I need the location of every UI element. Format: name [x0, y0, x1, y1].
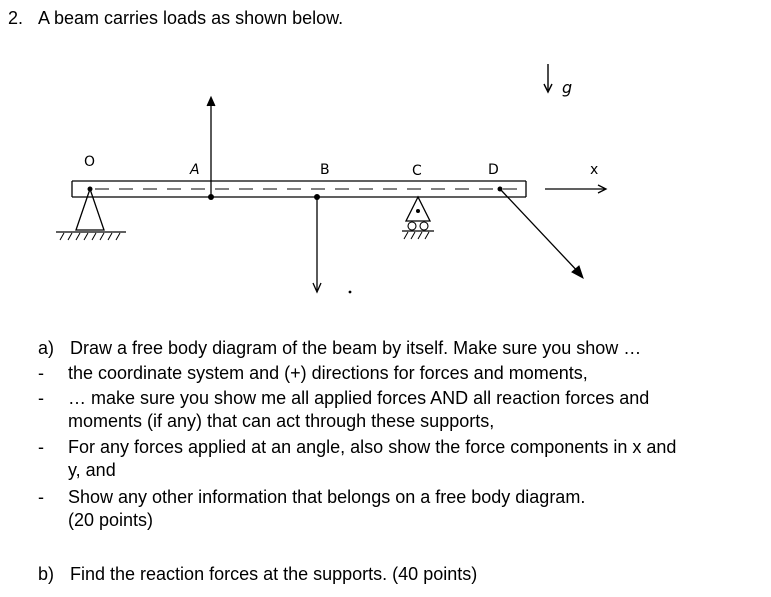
force-d-arrow — [497, 186, 584, 280]
label-a: A — [189, 162, 200, 178]
part-b-label: b) — [38, 564, 55, 584]
force-a-arrow — [206, 95, 216, 200]
part-b-text: Find the reaction forces at the supports… — [70, 564, 478, 584]
gravity-arrow — [543, 64, 553, 94]
beam-diagram: g O A B C D x — [56, 64, 608, 294]
bullet-2-line-2: moments (if any) that can act through th… — [68, 411, 495, 431]
bullet-dash: - — [38, 363, 44, 383]
question-title: 2. A beam carries loads as shown below. — [8, 8, 343, 29]
x-axis-arrow — [545, 184, 608, 194]
bullet-3-line-2: y, and — [68, 460, 116, 480]
label-d: D — [488, 162, 499, 178]
bullet-4-line-1: Show any other information that belongs … — [68, 487, 586, 507]
question-prompt: A beam carries loads as shown below. — [38, 8, 344, 28]
label-o: O — [84, 154, 95, 170]
label-c: C — [412, 163, 422, 179]
label-b: B — [320, 162, 330, 178]
bullet-dash: - — [38, 487, 44, 507]
gravity-label: g — [562, 78, 572, 97]
label-x-axis: x — [590, 162, 598, 178]
bullet-1-line-1: the coordinate system and (+) directions… — [68, 363, 588, 383]
bullet-3-line-1: For any forces applied at an angle, also… — [68, 437, 677, 457]
beam — [71, 180, 527, 198]
bullet-dash: - — [38, 388, 44, 408]
force-b-arrow — [312, 194, 352, 294]
pin-support-o — [56, 186, 126, 241]
part-a-label: a) — [38, 338, 55, 358]
roller-support-c — [402, 195, 434, 240]
bullet-4-line-2: (20 points) — [68, 510, 154, 530]
question-number: 2. — [8, 8, 24, 28]
bullet-dash: - — [38, 437, 44, 457]
bullet-2-line-1: … make sure you show me all applied forc… — [68, 388, 650, 408]
part-a-intro: Draw a free body diagram of the beam by … — [70, 338, 642, 358]
